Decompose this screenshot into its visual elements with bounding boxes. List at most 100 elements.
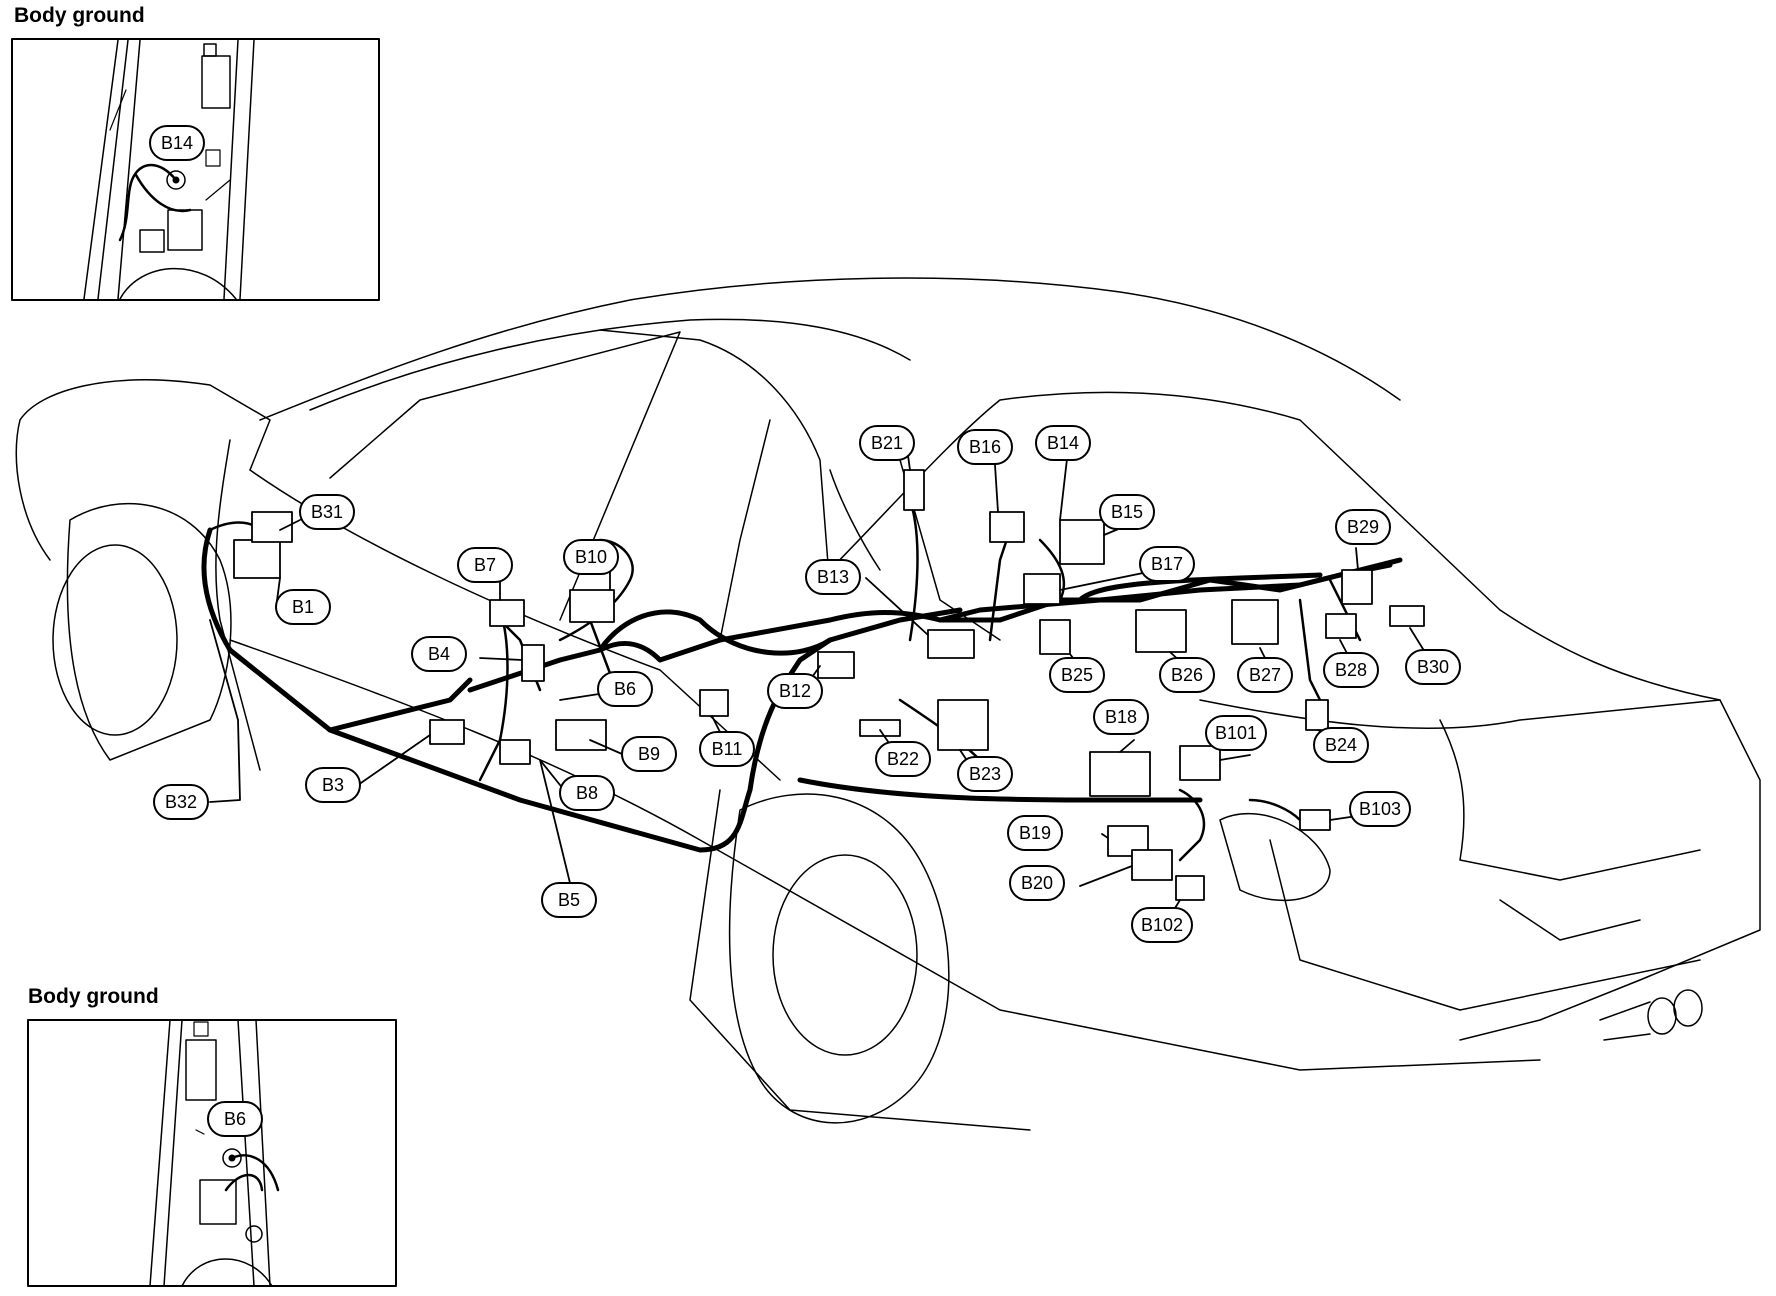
callout-inset-b14-label: B14: [161, 133, 193, 153]
callout-b1: B1: [275, 589, 331, 625]
callout-b10: B10: [563, 539, 619, 575]
callout-b22: B22: [875, 741, 931, 777]
callout-b12-label: B12: [779, 681, 811, 701]
callout-b29-label: B29: [1347, 517, 1379, 537]
connector-b17: [1023, 573, 1061, 605]
callouts: B14 B6 B31 B1 B32 B7 B4 B3 B10 B6 B9 B8 …: [149, 125, 1461, 1137]
callout-b8: B8: [559, 775, 615, 811]
callout-b14-label: B14: [1047, 433, 1079, 453]
callout-b11-label: B11: [712, 739, 743, 759]
callout-b7: B7: [457, 547, 513, 583]
connectors: [233, 469, 1425, 901]
car-body: [15, 277, 1761, 1131]
connector-b31: [251, 511, 293, 543]
callout-b17: B17: [1139, 546, 1195, 582]
callout-inset-b6-label: B6: [224, 1109, 246, 1129]
connector-b26: [1135, 609, 1187, 653]
callout-b24-label: B24: [1325, 735, 1357, 755]
callout-b23: B23: [957, 756, 1013, 792]
callout-b21-label: B21: [871, 433, 903, 453]
callout-b24: B24: [1313, 727, 1369, 763]
connector-b13: [927, 629, 975, 659]
connector-b103: [1299, 809, 1331, 831]
callout-b13-label: B13: [817, 567, 849, 587]
connector-b1: [233, 539, 281, 579]
callout-b27-label: B27: [1249, 665, 1281, 685]
callout-b3: B3: [305, 767, 361, 803]
callout-inset-b6: B6: [207, 1101, 263, 1137]
connector-b5: [499, 739, 531, 765]
callout-b10-label: B10: [575, 547, 607, 567]
connector-b7: [489, 599, 525, 627]
callout-b31-label: B31: [311, 502, 343, 522]
callout-b103: B103: [1349, 791, 1411, 827]
callout-b5: B5: [541, 882, 597, 918]
callout-inset-b14: B14: [149, 125, 205, 161]
callout-b13: B13: [805, 559, 861, 595]
callout-b18-label: B18: [1105, 707, 1137, 727]
connector-b30: [1389, 605, 1425, 627]
callout-b25-label: B25: [1061, 665, 1093, 685]
inset-title-top: Body ground: [14, 4, 145, 27]
callout-b23-label: B23: [969, 764, 1001, 784]
callout-b5-label: B5: [558, 890, 580, 910]
callout-b14: B14: [1035, 425, 1091, 461]
connector-b15: [1059, 519, 1105, 565]
callout-b4-label: B4: [428, 644, 450, 664]
callout-b11: B11: [699, 731, 755, 767]
callout-b17-label: B17: [1151, 554, 1183, 574]
connector-b102: [1175, 875, 1205, 901]
connector-b22: [859, 719, 901, 737]
connector-b4: [521, 644, 545, 682]
connector-b21: [903, 469, 925, 511]
callout-b101-label: B101: [1215, 723, 1257, 743]
connector-b3: [429, 719, 465, 745]
callout-b28-label: B28: [1335, 660, 1367, 680]
connector-b29: [1341, 569, 1373, 605]
inset-title-bottom: Body ground: [28, 985, 159, 1008]
callout-b103-label: B103: [1359, 799, 1401, 819]
callout-b19: B19: [1007, 815, 1063, 851]
connector-b28: [1325, 613, 1357, 639]
callout-b8-label: B8: [576, 783, 598, 803]
callout-b28: B28: [1323, 652, 1379, 688]
callout-b30-label: B30: [1417, 657, 1449, 677]
inset-top: [11, 38, 380, 301]
connector-b18: [1089, 751, 1151, 797]
callout-b32: B32: [153, 784, 209, 820]
connector-b10: [569, 589, 615, 623]
inset-bottom: [27, 1019, 397, 1287]
callout-b19-label: B19: [1019, 823, 1051, 843]
callout-b26-label: B26: [1171, 665, 1203, 685]
connector-b20: [1131, 849, 1173, 881]
connector-b9: [555, 719, 607, 751]
connector-b12: [817, 651, 855, 679]
callout-b4: B4: [411, 636, 467, 672]
callout-b3-label: B3: [322, 775, 344, 795]
connector-b11: [699, 689, 729, 717]
callout-b6: B6: [597, 671, 653, 707]
callout-b20-label: B20: [1021, 873, 1053, 893]
callout-b9: B9: [621, 736, 677, 772]
callout-b25: B25: [1049, 657, 1105, 693]
callout-b21: B21: [859, 425, 915, 461]
connector-b16: [989, 511, 1025, 543]
callout-b29: B29: [1335, 509, 1391, 545]
connector-b101: [1179, 745, 1221, 781]
callout-b31: B31: [299, 494, 355, 530]
callout-b101: B101: [1205, 715, 1267, 751]
callout-b18: B18: [1093, 699, 1149, 735]
callout-b102-label: B102: [1141, 915, 1183, 935]
callout-b16-label: B16: [969, 437, 1001, 457]
callout-b15-label: B15: [1111, 502, 1143, 522]
connector-b27: [1231, 599, 1279, 645]
main-harness: [201, 527, 1403, 853]
callout-b15: B15: [1099, 494, 1155, 530]
callout-b27: B27: [1237, 657, 1293, 693]
callout-b16: B16: [957, 429, 1013, 465]
callout-b1-label: B1: [292, 597, 314, 617]
callout-b20: B20: [1009, 865, 1065, 901]
callout-b12: B12: [767, 673, 823, 709]
connector-b24: [1305, 699, 1329, 731]
